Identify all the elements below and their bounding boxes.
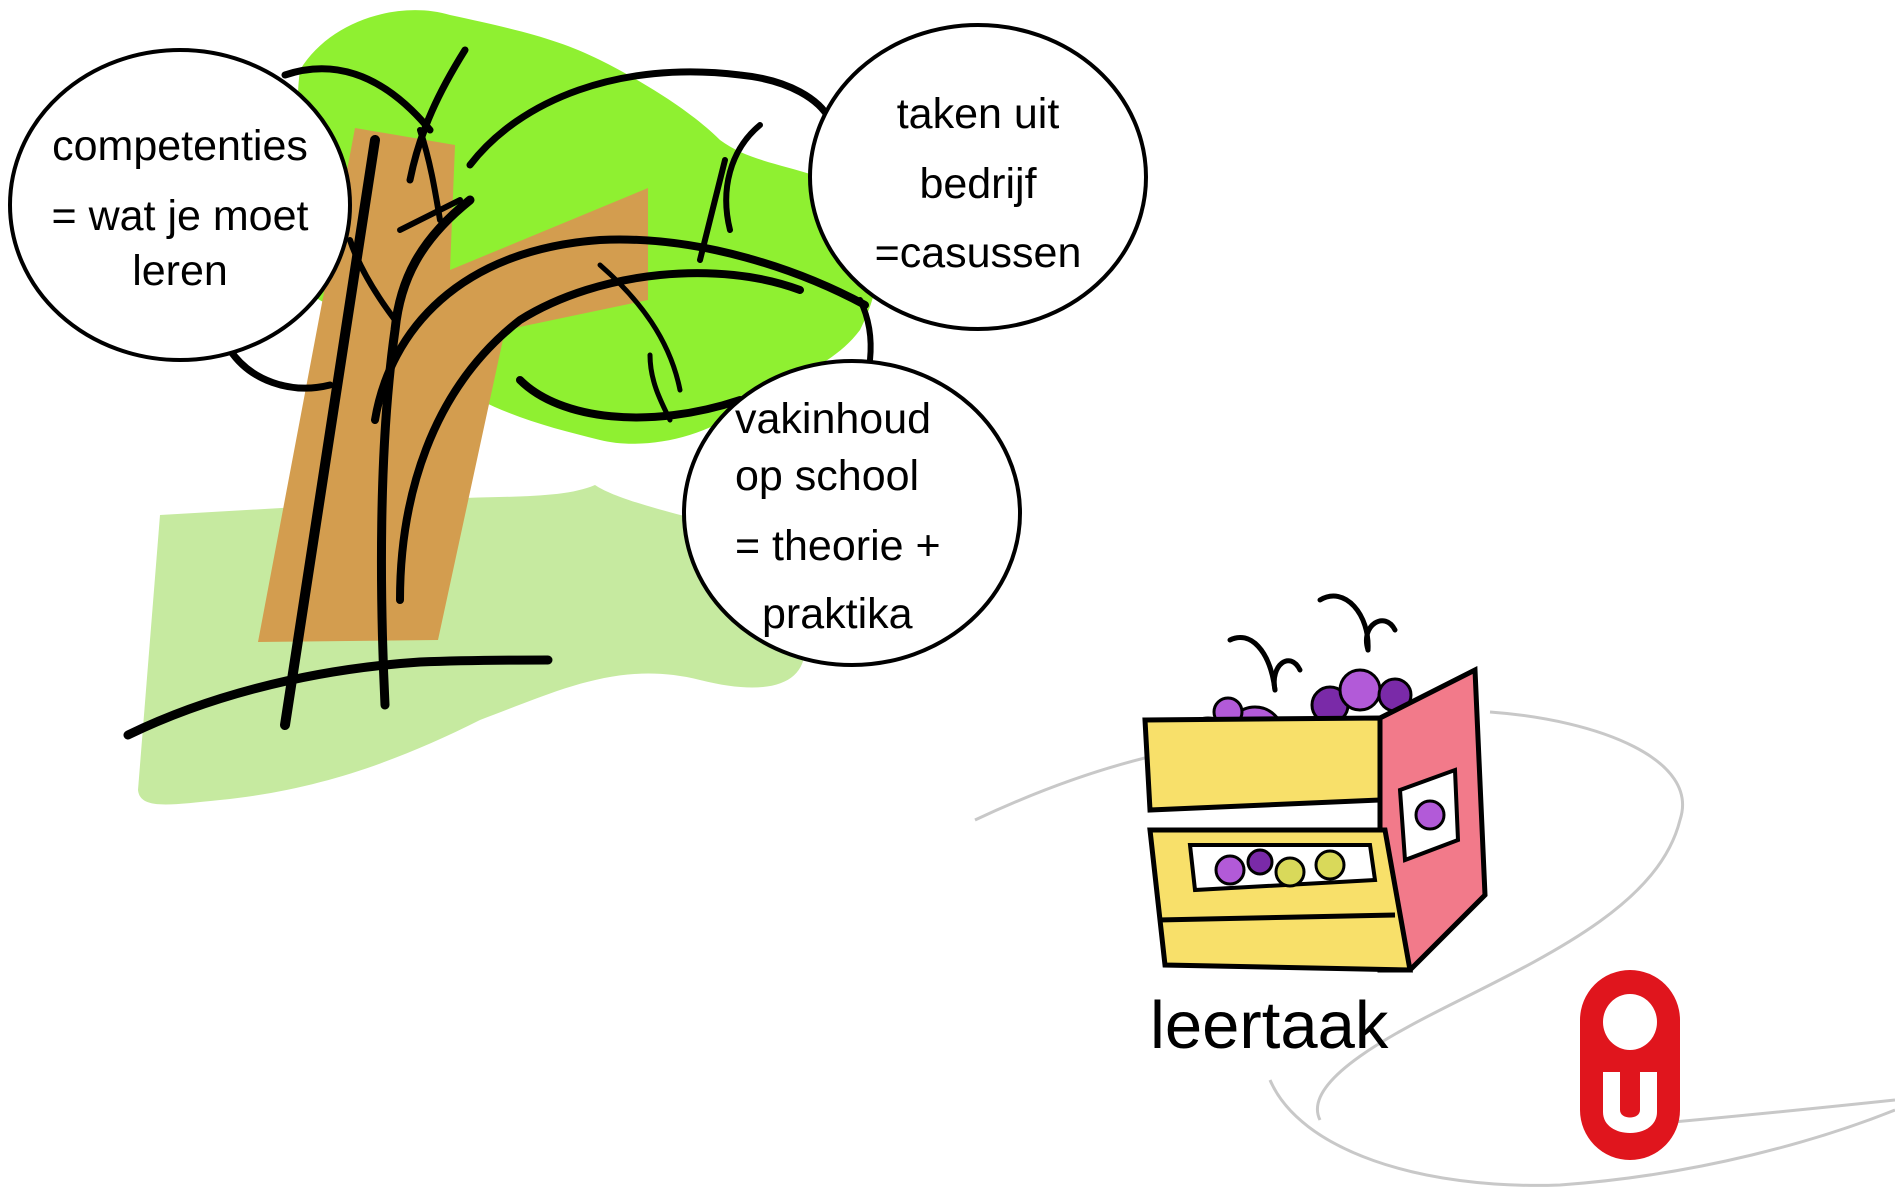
ou-logo	[1580, 970, 1680, 1160]
content-line-1: vakinhoud	[735, 395, 931, 443]
competencies-line-1: competenties	[52, 122, 308, 170]
tasks-line-2: bedrijf	[919, 160, 1037, 208]
content-line-3: = theorie +	[735, 522, 941, 570]
content-line-2: op school	[735, 452, 919, 500]
crate-label: leertaak	[1150, 988, 1389, 1063]
competencies-line-2: = wat je moet	[52, 192, 309, 240]
competencies-bubble: competenties = wat je moet leren	[8, 48, 352, 362]
tree-illustration	[123, 10, 879, 805]
content-line-4: praktika	[762, 590, 913, 638]
fruit-crate-illustration	[1142, 593, 1488, 973]
content-bubble: vakinhoud op school = theorie + praktika	[682, 359, 1022, 667]
tasks-line-3: =casussen	[875, 229, 1082, 277]
competencies-line-3: leren	[132, 247, 228, 295]
tasks-bubble: taken uit bedrijf =casussen	[808, 23, 1148, 331]
tasks-line-1: taken uit	[897, 90, 1060, 138]
